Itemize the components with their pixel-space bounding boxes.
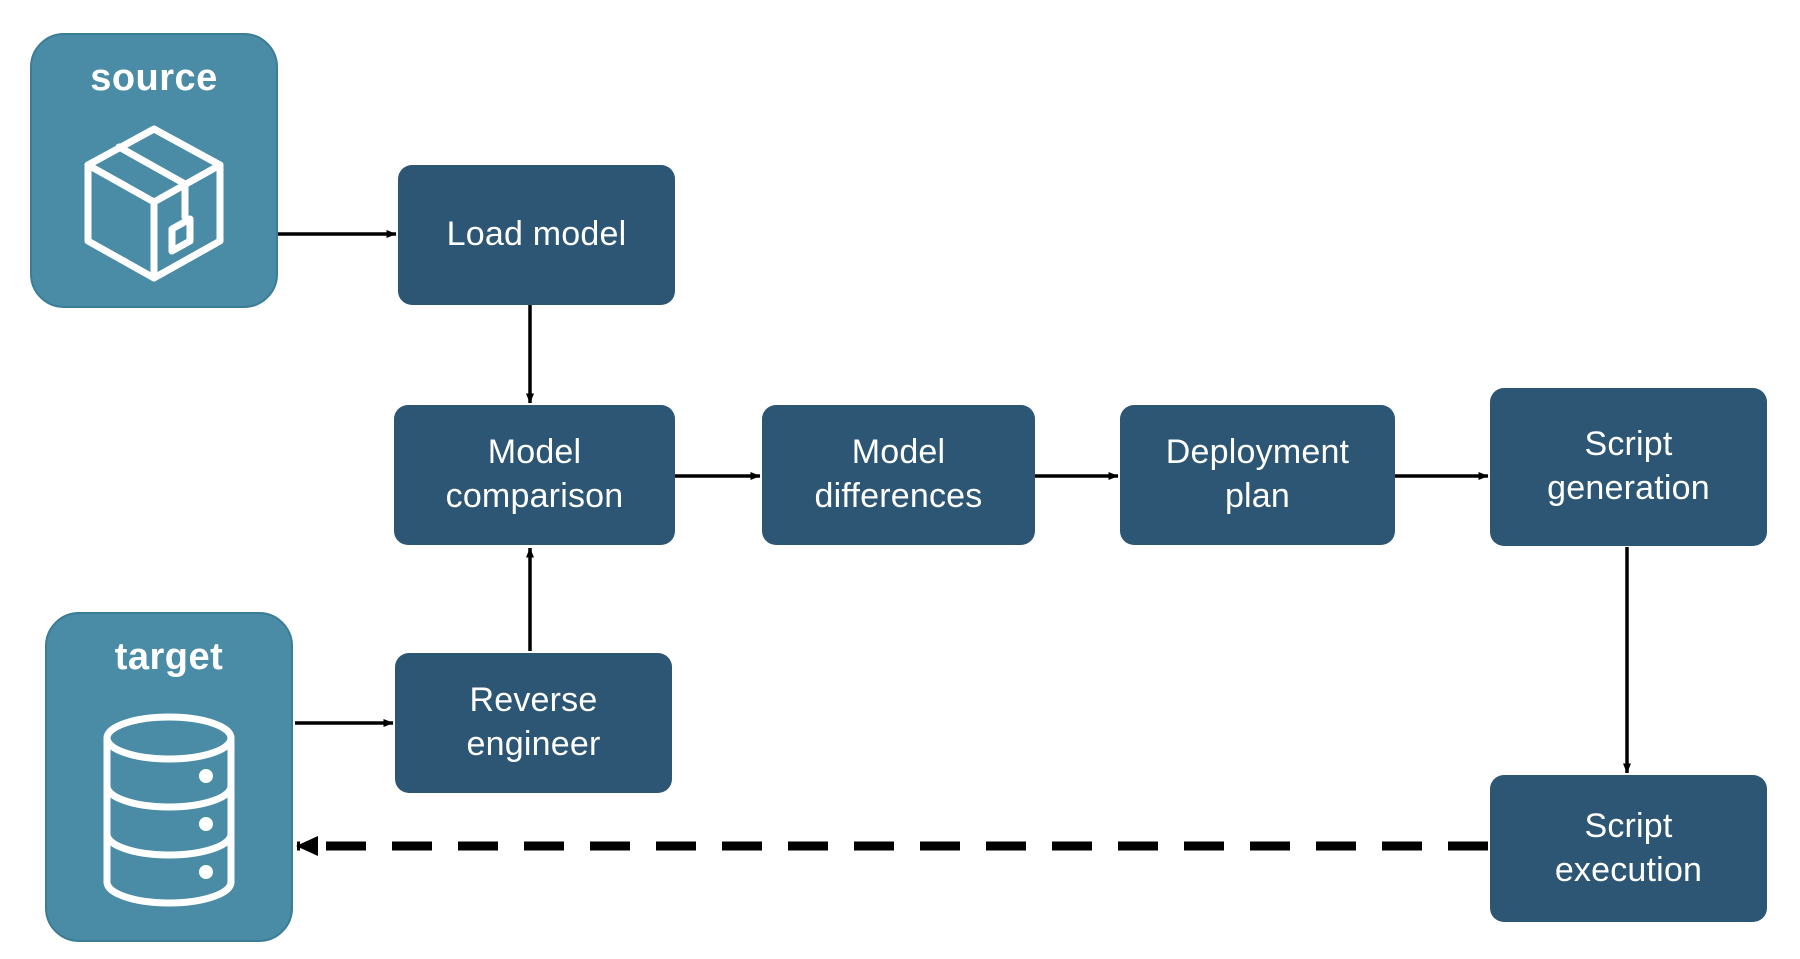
package-box-icon bbox=[32, 100, 276, 306]
process-load-model[interactable]: Load model bbox=[398, 165, 675, 305]
process-model-comparison[interactable]: Model comparison bbox=[394, 405, 675, 545]
process-model-differences-label: Model differences bbox=[814, 433, 983, 515]
database-cylinder-icon bbox=[47, 679, 291, 940]
endpoint-target[interactable]: target bbox=[45, 612, 293, 942]
process-script-generation-label: Script generation bbox=[1547, 425, 1710, 507]
process-load-model-label: Load model bbox=[446, 215, 627, 254]
endpoint-target-label: target bbox=[114, 636, 224, 678]
process-deployment-plan-label: Deployment plan bbox=[1165, 433, 1350, 515]
process-model-comparison-label: Model comparison bbox=[445, 433, 624, 515]
endpoint-source[interactable]: source bbox=[30, 33, 278, 308]
endpoint-source-label: source bbox=[90, 57, 218, 99]
process-script-execution[interactable]: Script execution bbox=[1490, 775, 1767, 922]
process-script-generation[interactable]: Script generation bbox=[1490, 388, 1767, 546]
process-model-differences[interactable]: Model differences bbox=[762, 405, 1035, 545]
process-deployment-plan[interactable]: Deployment plan bbox=[1120, 405, 1395, 545]
process-script-execution-label: Script execution bbox=[1554, 806, 1703, 889]
process-reverse-engineer[interactable]: Reverse engineer bbox=[395, 653, 672, 793]
process-reverse-engineer-label: Reverse engineer bbox=[466, 681, 601, 763]
